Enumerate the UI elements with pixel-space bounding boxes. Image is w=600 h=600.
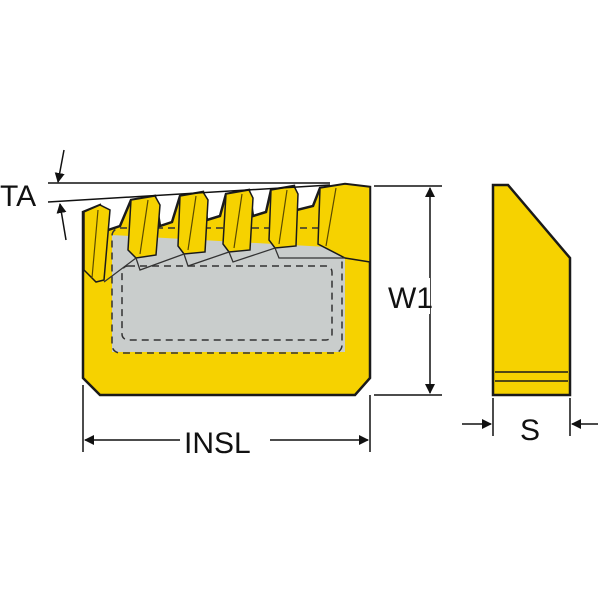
side-body [491,183,572,397]
s-label: S [520,414,540,447]
s-dimension [462,398,598,436]
cutting-teeth [83,183,371,283]
insert-side-view [491,183,572,397]
insert-front-view [81,182,372,397]
w1-label: W1 [388,282,433,315]
pocket-outer-dashed [111,227,343,354]
chip-groove-line [103,247,345,283]
pocket-inner-dashed [121,265,333,341]
w1-label-bg [390,278,430,314]
tooth-edge-lines [91,187,337,279]
insl-label: INSL [184,427,251,460]
insl-label-bg [180,424,270,458]
tooth-3 [177,191,209,255]
ta-dimension [47,149,331,241]
tooth-6 [317,183,371,263]
tooth-1 [83,204,111,283]
pocket-area [112,235,345,352]
ta-label: TA [0,180,36,213]
